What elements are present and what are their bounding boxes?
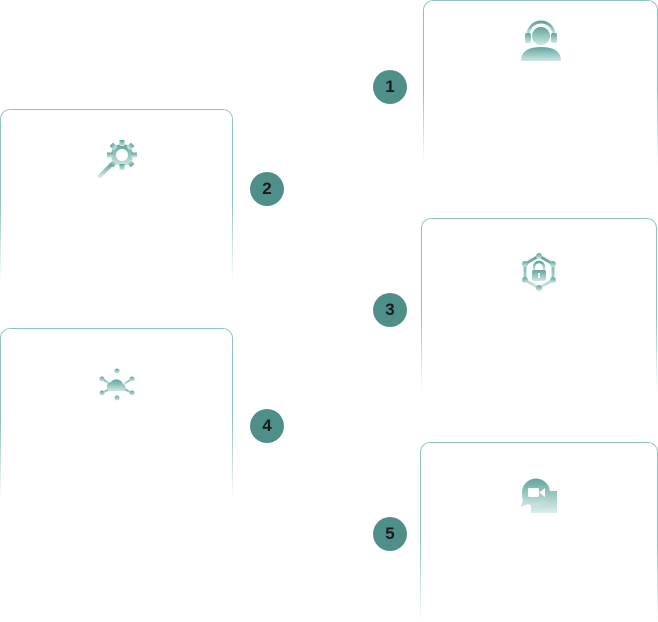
step-badge-2: 2 [250,172,284,206]
security-lock-icon [521,253,557,291]
step-badge-5: 5 [373,517,407,551]
step-card-3 [421,218,657,393]
search-settings-icon [94,138,140,180]
step-card-1 [423,0,658,165]
step-card-2 [0,109,233,281]
cloud-network-icon [98,367,136,401]
step-card-4 [0,328,233,500]
step-card-5 [420,442,658,622]
support-agent-icon [517,15,565,61]
step-badge-1: 1 [373,70,407,104]
step-badge-3: 3 [373,293,407,327]
video-chat-icon [519,477,559,515]
step-badge-4: 4 [250,409,284,443]
